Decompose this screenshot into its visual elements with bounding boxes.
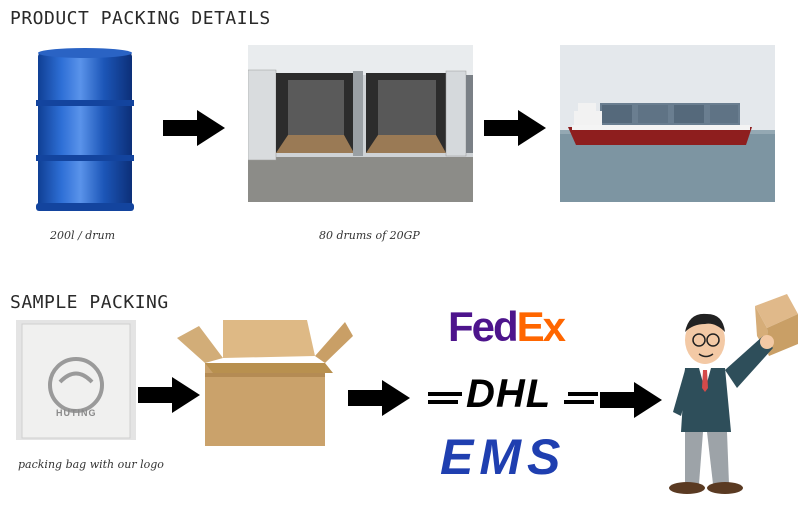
ems-logo: EMS [440,429,567,485]
dhl-logo: DHL [428,374,598,420]
container-caption: 80 drums of 20GP [319,229,420,242]
cardboard-box-image [175,318,355,453]
fedex-logo-fed: Fed [448,303,519,350]
bag-brand-text: HUTING [56,408,97,418]
arrow-right-icon [138,377,200,413]
sample-packing-title: SAMPLE PACKING [10,292,169,313]
dhl-logo-text: DHL [466,372,552,416]
drum-caption: 200l / drum [50,229,116,242]
cargo-ship-image [560,45,775,202]
arrow-right-icon [348,380,410,416]
product-packing-title: PRODUCT PACKING DETAILS [10,8,271,29]
fedex-logo: FedEx [448,303,566,350]
packing-bag-image [16,320,136,440]
arrow-right-icon [600,382,662,418]
fedex-logo-ex: Ex [516,303,566,350]
bag-caption: packing bag with our logo [18,458,164,471]
drum-image [30,45,140,215]
arrow-right-icon [484,110,546,146]
arrow-right-icon [163,110,225,146]
recipient-man-illustration [655,292,800,502]
shipping-containers-image [247,45,473,202]
